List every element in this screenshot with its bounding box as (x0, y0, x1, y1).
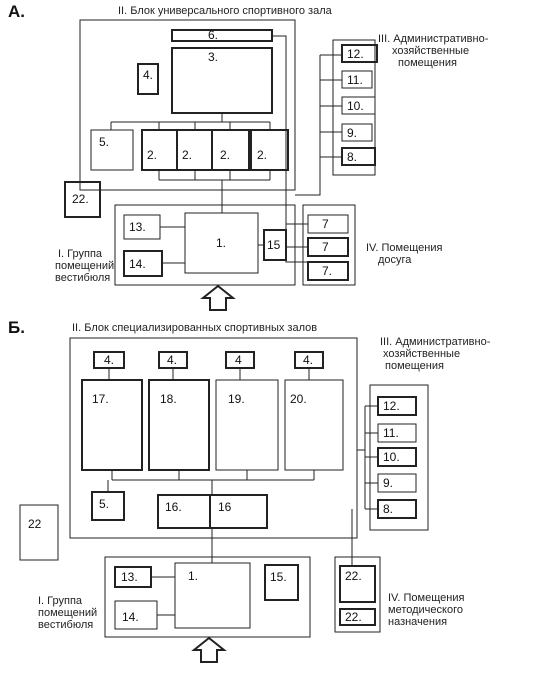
a-room-1-label: 1. (216, 236, 227, 250)
a-room-12-label: 12. (347, 47, 364, 61)
a-block1-frame (114, 204, 296, 286)
a-block1-title-line2: помещений (55, 260, 115, 272)
a-room-22 (64, 181, 101, 218)
b-room-18 (148, 379, 210, 471)
a-room-6-label: 6. (208, 28, 219, 42)
a-room-7b-label: 7 (322, 240, 329, 254)
b-block4-title-line1: IV. Помещения (388, 592, 465, 604)
a-room-13-label: 13. (129, 220, 146, 234)
a-room-7c-label: 7. (322, 264, 333, 278)
b-block1-frame (104, 556, 311, 638)
b-room-17-label: 17. (92, 392, 109, 406)
b-room-5-label: 5. (99, 497, 110, 511)
a-room-5 (90, 129, 134, 171)
a-room-4 (137, 63, 159, 95)
a-room-12 (341, 44, 378, 63)
b-room-12-label: 12. (383, 399, 400, 413)
a-room-3-label: 3. (208, 50, 219, 64)
b-block4-title-line2: методического (388, 604, 463, 616)
a-room-7a-label: 7 (322, 217, 329, 231)
a-room-2b-label: 2. (182, 148, 193, 162)
b-room-4d-label: 4. (303, 353, 314, 367)
a-room-2c (211, 129, 250, 171)
b-room-15-label: 15. (270, 570, 287, 584)
a-room-2d-label: 2. (257, 148, 268, 162)
b-room-22-label: 22 (28, 517, 42, 531)
a-block4-title-line2: досуга (378, 254, 412, 266)
a-room-4-label: 4. (143, 68, 154, 82)
b-room-4b-label: 4. (167, 353, 178, 367)
b-room-11-label: 11. (383, 426, 399, 440)
b-room-20-label: 20. (290, 392, 307, 406)
b-room-13-label: 13. (121, 570, 138, 584)
a-room-9-label: 9. (347, 126, 358, 140)
a-block1-title-line1: I. Группа (58, 248, 103, 260)
b-room-16b-label: 16 (218, 500, 232, 514)
a-room-14-label: 14. (129, 257, 146, 271)
b-room-19-label: 19. (228, 392, 245, 406)
b-room-22b (339, 565, 376, 603)
b-room-19 (215, 379, 279, 471)
a-room-3 (171, 47, 273, 114)
b-room-14-label: 14. (122, 610, 139, 624)
b-room-4c-label: 4 (235, 353, 242, 367)
a-entrance-arrow (200, 284, 236, 311)
b-block3-title-line2: хозяйственные (383, 348, 461, 360)
a-room-7c (307, 261, 349, 281)
a-room-6 (171, 29, 273, 42)
b-room-16a-label: 16. (165, 500, 182, 514)
b-block2-title: II. Блок специализированных спортивных з… (72, 322, 318, 334)
b-room-9-label: 9. (383, 476, 394, 490)
b-room-10-label: 10. (383, 450, 400, 464)
b-room-22c (339, 608, 376, 626)
a-block3-title-line3: помещения (398, 57, 457, 69)
b-room-17 (81, 379, 143, 471)
b-room-16b (209, 494, 268, 529)
a-room-10-label: 10. (347, 99, 364, 113)
a-block4-title-line1: IV. Помещения (366, 242, 443, 254)
b-block1-title-line2: помещений (38, 607, 98, 619)
b-block2-frame (69, 337, 358, 539)
a-block3-title-line2: хозяйственные (392, 45, 470, 57)
b-block3-title-line3: помещения (385, 360, 444, 372)
b-room-22 (19, 504, 59, 561)
b-room-4a-label: 4. (104, 353, 115, 367)
b-entrance-arrow (191, 636, 227, 663)
a-block3-title-line1: III. Административно- (378, 33, 489, 45)
b-diagram-letter: Б. (8, 318, 25, 337)
b-room-22b-label: 22. (345, 569, 362, 583)
a-room-2c-label: 2. (220, 148, 231, 162)
b-room-1 (174, 562, 251, 629)
b-room-8-label: 8. (383, 502, 394, 516)
b-connectors (107, 368, 378, 616)
a-block1-title-line3: вестибюля (55, 272, 111, 284)
a-block2-title: II. Блок универсального спортивного зала (118, 5, 332, 17)
a-room-5-label: 5. (99, 135, 110, 149)
a-block2-frame (79, 19, 296, 191)
b-room-1-label: 1. (188, 569, 199, 583)
a-room-2a-label: 2. (147, 148, 158, 162)
a-diagram-letter: А. (8, 2, 25, 21)
b-block1-title-line3: вестибюля (38, 619, 94, 631)
b-block4-title-line3: назначения (388, 616, 448, 628)
b-block3-title-line1: III. Административно- (380, 336, 491, 348)
a-room-8-label: 8. (347, 150, 358, 164)
a-block4-frame (302, 204, 356, 286)
b-block1-title-line1: I. Группа (38, 595, 83, 607)
a-connectors (110, 35, 342, 264)
b-room-22c-label: 22. (345, 610, 362, 624)
b-block4-frame (334, 556, 381, 633)
b-room-18-label: 18. (160, 392, 177, 406)
a-room-15-label: 15 (267, 238, 281, 252)
b-room-15 (264, 564, 299, 601)
a-room-22-label: 22. (72, 192, 89, 206)
a-room-11-label: 11. (347, 73, 363, 87)
